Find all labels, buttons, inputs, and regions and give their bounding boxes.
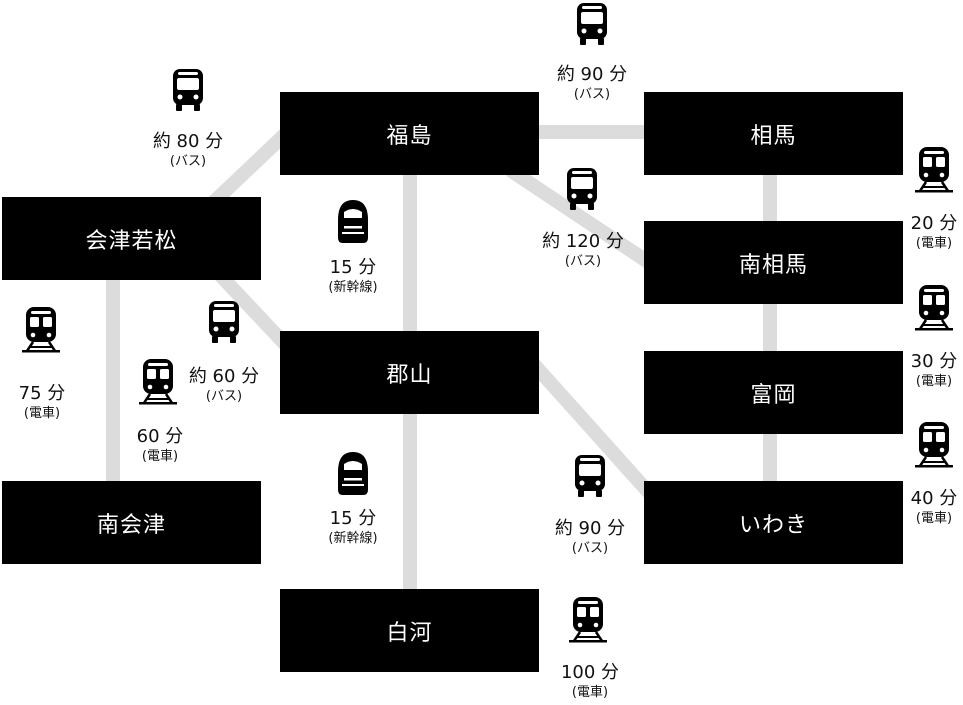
train-icon: [912, 283, 956, 333]
route-time: 約 90 分: [554, 518, 626, 539]
route-label-aizu-fukushima: 約 80 分 (バス): [138, 131, 238, 171]
route-label-fukushima-koriyama: 15 分 (新幹線): [298, 257, 408, 297]
route-mode: (バス): [571, 541, 609, 556]
route-time: 約 90 分: [556, 64, 628, 85]
route-time: 40 分: [910, 488, 958, 509]
route-mode: (電車): [915, 511, 953, 526]
station-koriyama[interactable]: 郡山: [280, 331, 539, 414]
route-mode: (新幹線): [328, 280, 378, 295]
route-mode: (電車): [141, 449, 179, 464]
route-mode: (電車): [915, 236, 953, 251]
route-time: 約 60 分: [188, 366, 260, 387]
route-label-tomioka-iwaki: 40 分 (電車): [901, 488, 963, 528]
route-label-koriyama-shirakawa: 15 分 (新幹線): [298, 508, 408, 548]
train-icon: [136, 357, 180, 407]
route-label-fukushima-minamisoma: 約 120 分 (バス): [528, 231, 638, 271]
route-mode: (バス): [564, 254, 602, 269]
station-aizuwakamatsu[interactable]: 会津若松: [2, 197, 261, 280]
route-time: 20 分: [910, 213, 958, 234]
route-label-minamisoma-tomioka: 30 分 (電車): [901, 351, 963, 391]
route-mode: (電車): [571, 685, 609, 700]
train-icon: [912, 145, 956, 195]
station-minamiaizu[interactable]: 南会津: [2, 481, 261, 564]
bus-icon: [202, 298, 246, 348]
route-mode: (新幹線): [328, 531, 378, 546]
route-mode: (バス): [573, 87, 611, 102]
route-mode: (バス): [205, 389, 243, 404]
station-tomioka[interactable]: 富岡: [644, 351, 903, 434]
route-label-soma-minamisoma: 20 分 (電車): [901, 213, 963, 253]
route-time: 約 120 分: [542, 231, 624, 252]
station-iwaki[interactable]: いわき: [644, 481, 903, 564]
line-koriyama-iwaki: [524, 355, 666, 510]
route-label-shirakawa-iwaki: 100 分 (電車): [545, 662, 635, 702]
line-fukushima-minamisoma: [506, 164, 664, 276]
route-time: 15 分: [329, 257, 377, 278]
station-shirakawa[interactable]: 白河: [280, 589, 539, 672]
bus-icon: [570, 0, 614, 50]
bus-icon: [568, 452, 612, 502]
station-fukushima[interactable]: 福島: [280, 92, 539, 175]
route-label-aizu-minamiaizu: 75 分 (電車): [2, 383, 82, 423]
station-minamisoma[interactable]: 南相馬: [644, 221, 903, 304]
route-label-fukushima-soma: 約 90 分 (バス): [542, 64, 642, 104]
route-mode: (電車): [23, 406, 61, 421]
route-time: 100 分: [560, 662, 620, 683]
route-mode: (バス): [169, 154, 207, 169]
route-time: 約 80 分: [152, 131, 224, 152]
shinkansen-icon: [331, 450, 375, 500]
bus-icon: [166, 66, 210, 116]
bus-icon: [560, 165, 604, 215]
route-time: 15 分: [329, 508, 377, 529]
route-mode: (電車): [915, 374, 953, 389]
train-icon: [566, 595, 610, 645]
route-time: 30 分: [910, 351, 958, 372]
route-time: 75 分: [18, 383, 66, 404]
route-label-aizu-koriyama-bus: 約 60 分 (バス): [177, 366, 271, 406]
route-label-koriyama-iwaki: 約 90 分 (バス): [540, 518, 640, 558]
shinkansen-icon: [331, 198, 375, 248]
route-time: 60 分: [136, 426, 184, 447]
route-label-aizu-koriyama-train: 60 分 (電車): [120, 426, 200, 466]
train-icon: [19, 305, 63, 355]
station-soma[interactable]: 相馬: [644, 92, 903, 175]
train-icon: [912, 420, 956, 470]
